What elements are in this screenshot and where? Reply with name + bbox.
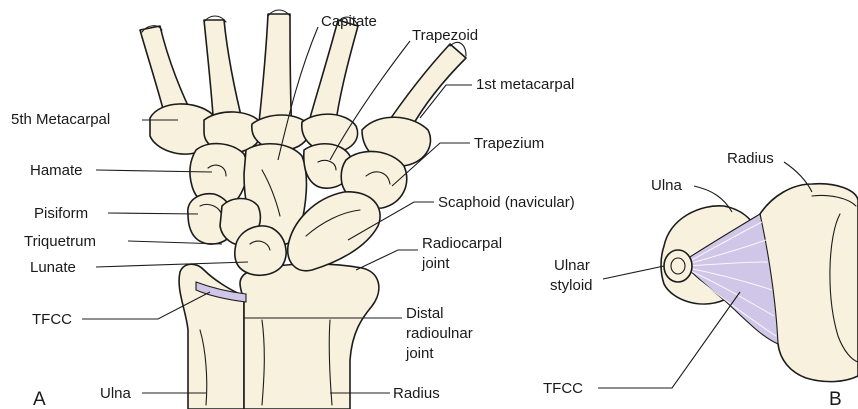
- label-hamate: Hamate: [30, 162, 83, 179]
- label-triquetrum: Triquetrum: [24, 233, 96, 250]
- carpals: [188, 144, 407, 276]
- ulnar-styloid: [664, 250, 692, 282]
- label-pisiform: Pisiform: [34, 205, 88, 222]
- forearm-bones-a: [179, 264, 379, 409]
- panel-letter-a: A: [33, 389, 46, 409]
- label-radiocarpal-line1: Radiocarpal: [422, 235, 502, 252]
- leader-pisiform: [108, 213, 198, 214]
- leader-lunate: [96, 262, 248, 267]
- label-lunate: Lunate: [30, 259, 76, 276]
- radius-end: [760, 184, 858, 382]
- panel-letter-b: B: [829, 389, 842, 409]
- label-trapezium: Trapezium: [474, 135, 544, 152]
- label-radiocarpal-line2: joint: [421, 255, 450, 272]
- label-first-metacarpal: 1st metacarpal: [476, 76, 574, 93]
- label-fifth-metacarpal: 5th Metacarpal: [11, 111, 110, 128]
- label-trapezoid: Trapezoid: [412, 27, 478, 44]
- label-radius-a: Radius: [393, 385, 440, 402]
- label-ulnar-styloid-line2: styloid: [550, 277, 593, 294]
- leader-radiocarpal: [356, 250, 418, 270]
- label-druj-line2: radioulnar: [406, 325, 473, 342]
- label-ulna-b: Ulna: [651, 177, 683, 194]
- label-druj-line3: joint: [405, 345, 434, 362]
- label-tfcc-b: TFCC: [543, 380, 583, 397]
- label-radius-b: Radius: [727, 150, 774, 167]
- label-druj-line1: Distal: [406, 305, 444, 322]
- label-tfcc-a: TFCC: [32, 311, 72, 328]
- leader-tfcc-b: [598, 292, 740, 388]
- label-ulnar-styloid-line1: Ulnar: [554, 257, 590, 274]
- panel-b-illustration: [661, 184, 858, 382]
- label-capitate: Capitate: [321, 13, 377, 30]
- label-ulna-a: Ulna: [100, 385, 132, 402]
- label-scaphoid: Scaphoid (navicular): [438, 194, 575, 211]
- leader-ulnar-styloid: [603, 266, 664, 279]
